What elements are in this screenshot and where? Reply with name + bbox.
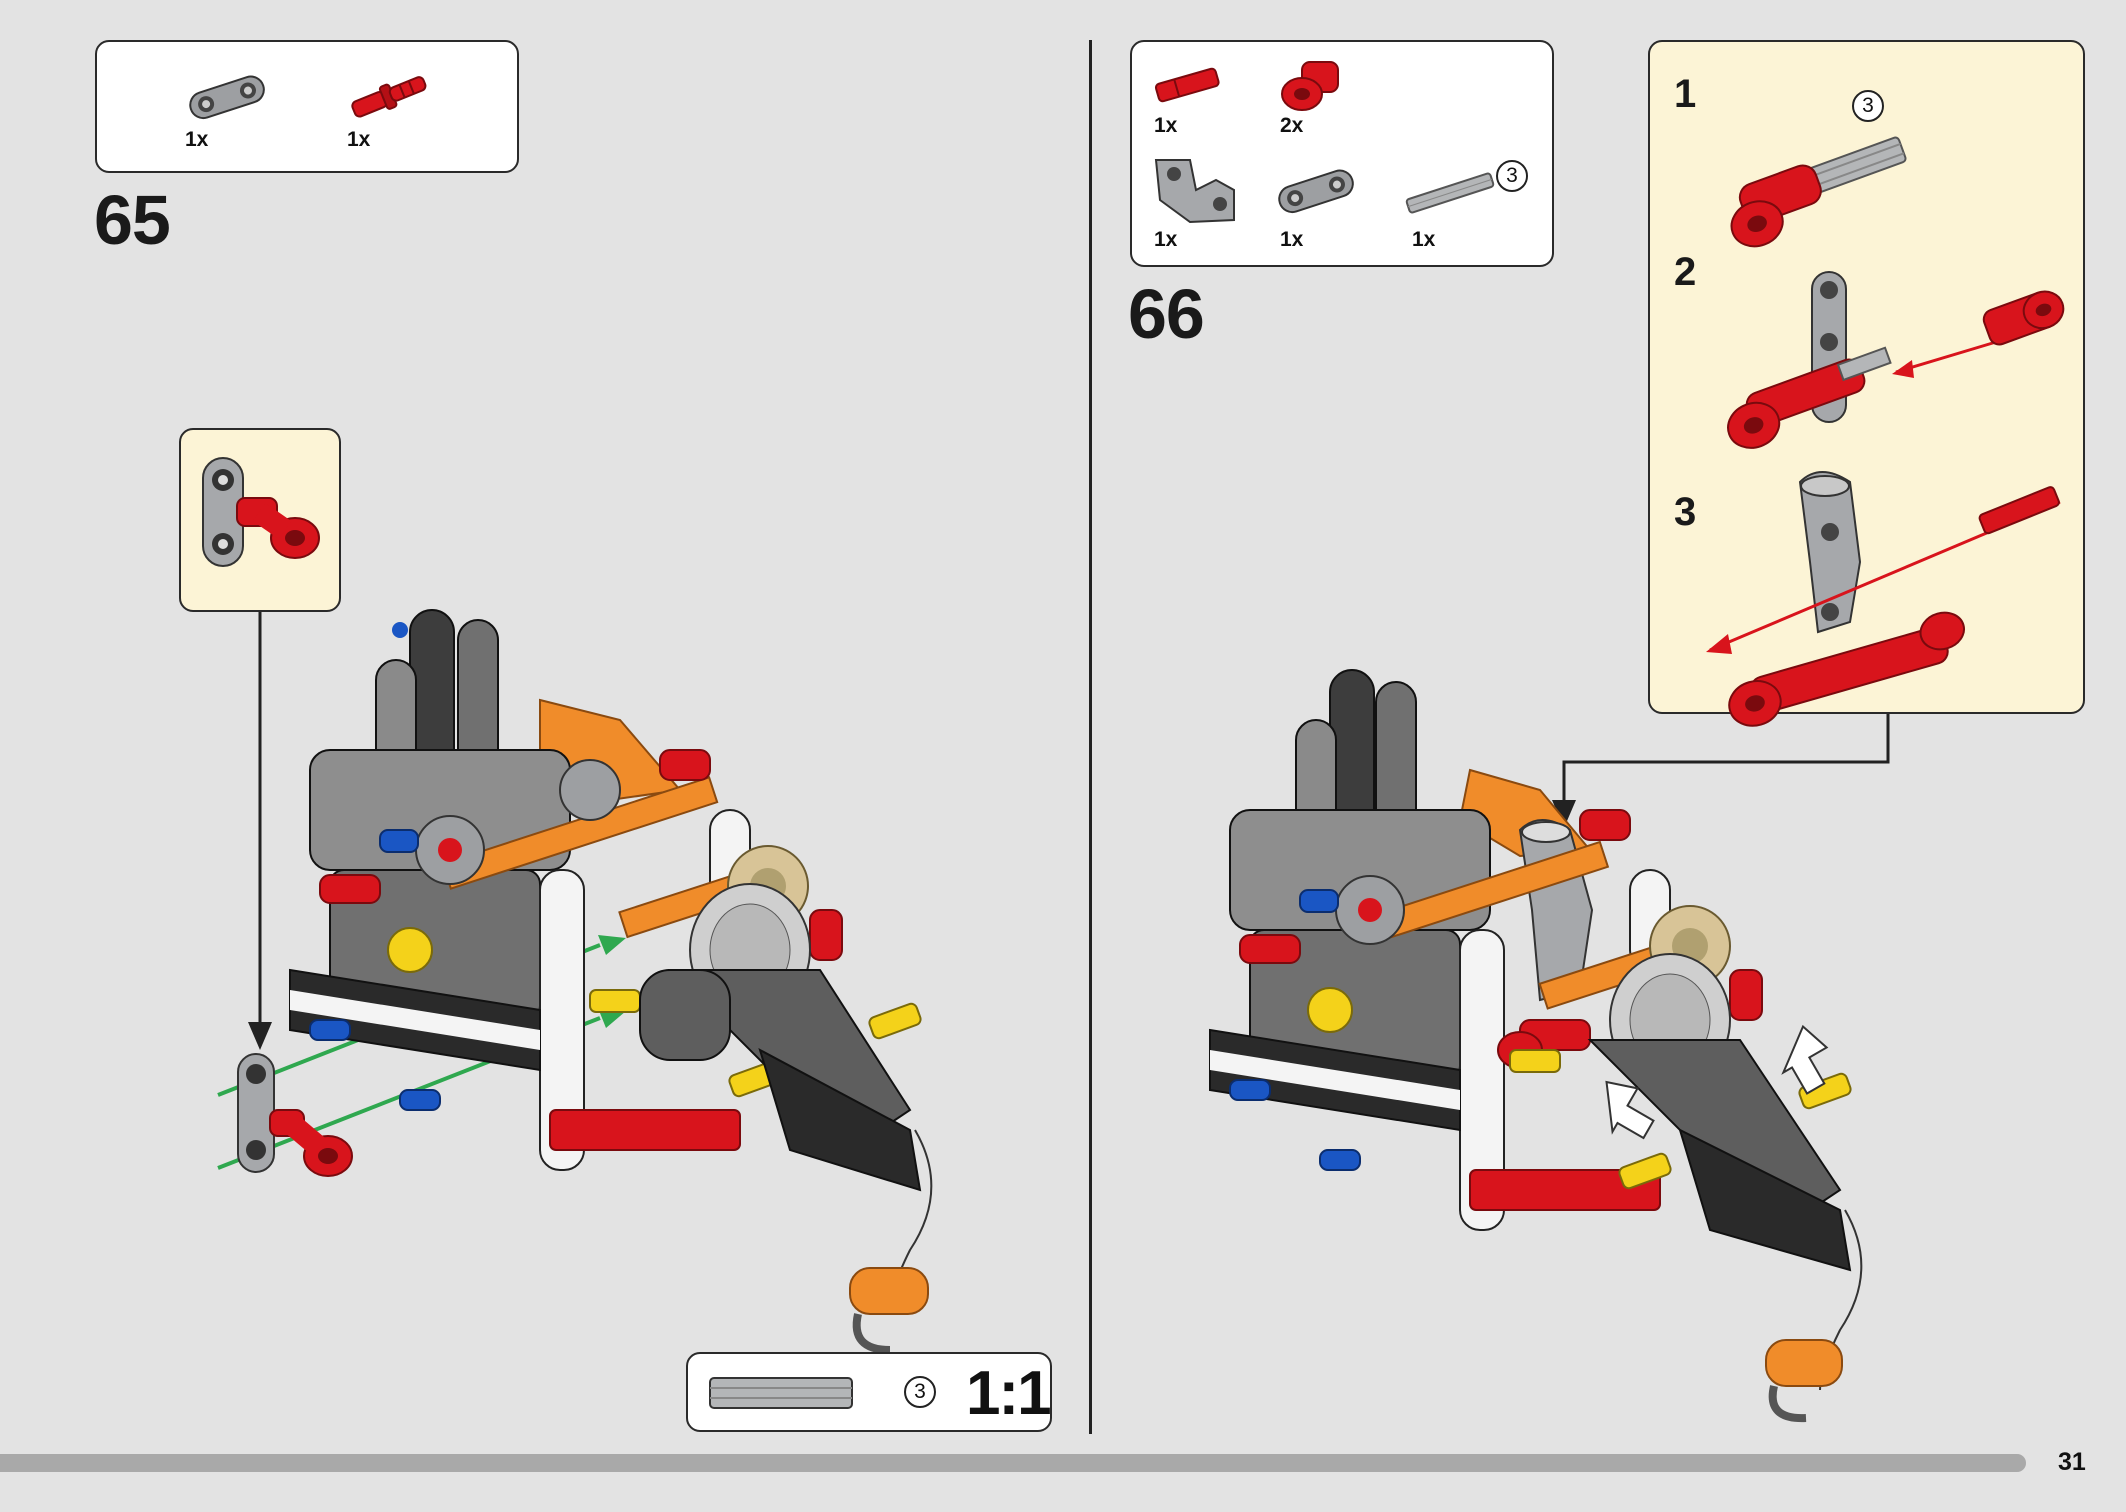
axle-length-badge: 3 [904,1376,936,1408]
gray-angle-connector-icon [1154,159,1235,224]
subassembly-callout-65 [179,428,341,612]
axle-length-badge: 3 [1496,160,1528,192]
scale-ratio: 1:1 [966,1359,1052,1428]
part-qty: 1x [1154,228,1178,251]
gray-axle-icon [1405,172,1495,214]
step-number-66: 66 [1128,275,1205,353]
substep-1-illustration [1730,136,1907,248]
red-beam-connector-icon [1281,61,1339,111]
axle-length-icon [709,1377,853,1409]
progress-fill [0,1454,2026,1472]
substep-2-illustration [1727,271,2065,449]
gray-connector-icon [1278,169,1354,214]
part-qty: 1x [347,128,371,151]
part-qty: 1x [185,128,209,151]
substep-number: 2 [1674,250,1697,294]
gray-connector-icon [189,75,265,120]
substep-number: 3 [1674,490,1697,534]
connector-with-pin-part [237,1053,353,1177]
part-qty: 2x [1280,114,1304,137]
part-qty: 1x [1154,114,1178,137]
scale-reference-box: 3 1:1 [686,1352,1052,1432]
part-qty: 1x [1280,228,1304,251]
axle-length-badge: 3 [1852,90,1884,122]
substep-number: 1 [1674,72,1697,116]
parts-list-step-66: 1x 2x 1x 1x 3 1x [1130,40,1554,267]
page-number: 31 [2058,1448,2086,1476]
connector-with-pin-icon [202,457,320,567]
model-illustration-65 [289,609,933,1354]
parts-list-step-65: 1x 1x [95,40,519,173]
subassembly-callout-66: 1 3 2 3 [1648,40,2085,727]
page-divider [1089,40,1092,1434]
model-illustration-66 [1209,669,1863,1423]
progress-track [0,1454,2026,1472]
part-qty: 1x [1412,228,1436,251]
red-pin-icon [351,76,427,118]
substep-3-illustration [1706,471,2061,727]
red-axle-pin-icon [1154,67,1220,103]
step-number-65: 65 [94,181,171,259]
